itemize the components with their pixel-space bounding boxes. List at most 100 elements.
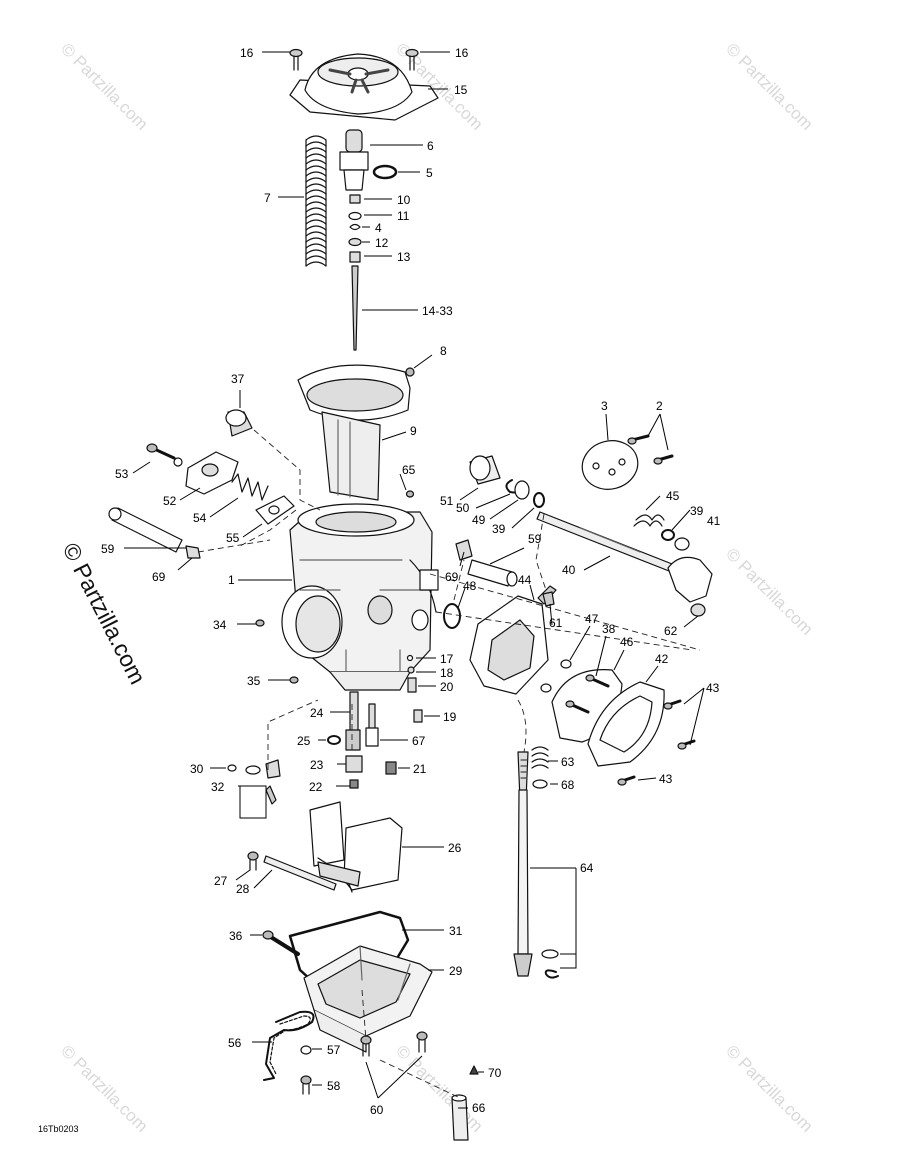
callout-label: 2 [656,399,663,413]
part-needle-14-33 [351,265,359,351]
part-o-ring-25 [327,735,341,745]
part-cover-44 [469,585,557,695]
part-needle-holder-6 [339,129,369,191]
callout-label: 70 [488,1066,502,1080]
callout-label: 17 [440,652,454,666]
part-pilot-jet-21 [385,761,397,775]
part-diaphragm-slide-9 [297,364,411,501]
part-washer-41 [674,537,690,551]
callout-label: 39 [492,522,506,536]
callout-label: 59 [101,542,115,556]
callout-label: 11 [397,209,410,223]
tile-watermark: © Partzilla.com [722,39,816,133]
part-small-items-stack [348,194,362,263]
callout-label: 57 [327,1043,341,1057]
part-carburetor-body-1 [281,503,439,691]
callout-label: 36 [229,929,243,943]
part-screw-53 [146,443,183,467]
callout-label: 65 [402,463,416,477]
part-screw-34 [255,619,265,627]
callout-label: 28 [236,882,250,896]
part-o-ring-5 [372,164,398,180]
callout-label: 58 [327,1079,341,1093]
callout-label: 26 [448,841,462,855]
part-spring-7 [305,135,327,267]
part-float-26 [309,801,403,893]
part-emulsion-tube-24 [345,691,361,751]
callout-label: 64 [580,861,594,875]
callout-label: 15 [454,83,468,97]
part-spring-45 [633,514,665,527]
part-screw-27 [247,851,259,871]
callout-label: 23 [310,758,324,772]
part-pin-28 [263,855,337,891]
part-clip-64b [544,969,559,979]
callout-label: 44 [518,573,532,587]
callout-labels: 16 16 15 6 5 7 10 11 4 12 13 14-33 8 37 … [101,46,721,1117]
callout-label: 19 [443,710,457,724]
part-float-bowl-29 [303,945,433,1053]
callout-label: 39 [690,504,704,518]
callout-label: 69 [445,570,459,584]
tile-watermark: © Partzilla.com [57,1041,151,1135]
callout-label: 48 [463,579,477,593]
callout-label: 21 [413,762,427,776]
callout-label: 37 [231,372,245,386]
callout-label: 49 [472,513,486,527]
callout-label: 51 [440,494,454,508]
part-screw-8 [405,367,415,377]
callout-label: 54 [193,511,207,525]
part-washer-47 [560,659,572,669]
callout-label: 22 [309,780,323,794]
callout-label: 14-33 [422,304,453,318]
part-clamp-69b [455,539,473,561]
part-washer-47b [540,683,552,693]
callout-label: 30 [190,762,204,776]
part-screw-35 [289,676,299,684]
callout-label: 53 [115,467,129,481]
callout-label: 16 [455,46,469,60]
callout-label: 43 [706,681,720,695]
part-cap-62 [690,603,706,617]
callout-label: 16 [240,46,254,60]
callout-label: 41 [707,514,721,528]
callout-label: 62 [664,624,678,638]
callout-label: 68 [561,778,575,792]
part-screw-65 [405,490,415,498]
callout-label: 31 [449,924,463,938]
callout-label: 43 [659,772,673,786]
callout-label: 38 [602,622,616,636]
part-o-ring-39b [533,492,545,508]
callout-label: 56 [228,1036,242,1050]
side-watermark: © Partzilla.com [58,538,152,688]
part-spring-63 [531,746,549,769]
part-clamp-69a [185,545,201,559]
callout-label: 4 [375,221,382,235]
part-ring-64a [541,949,559,959]
callout-label: 60 [370,1103,384,1117]
leader-lines [124,51,705,1099]
part-throttle-plate-3 [581,440,639,490]
callout-label: 42 [655,652,669,666]
callout-label: 66 [472,1101,486,1115]
callout-label: 67 [412,734,426,748]
callout-label: 63 [561,755,575,769]
part-cap-70 [469,1065,479,1075]
assembly-lines [197,429,701,1099]
callout-label: 20 [440,680,454,694]
callout-label: 55 [226,531,240,545]
callout-label: 5 [426,166,433,180]
part-drain-tube-56 [263,1010,315,1081]
part-screw-16 [289,48,419,71]
callout-label: 13 [397,250,411,264]
callout-label: 24 [310,706,324,720]
part-fitting-61 [542,591,555,607]
callout-label: 18 [440,666,454,680]
part-o-ring-48 [443,603,461,629]
callout-label: 59 [528,532,542,546]
part-screws-60 [360,1031,428,1057]
callout-label: 32 [211,780,225,794]
part-top-cover [289,53,439,121]
callout-label: 61 [549,616,563,630]
